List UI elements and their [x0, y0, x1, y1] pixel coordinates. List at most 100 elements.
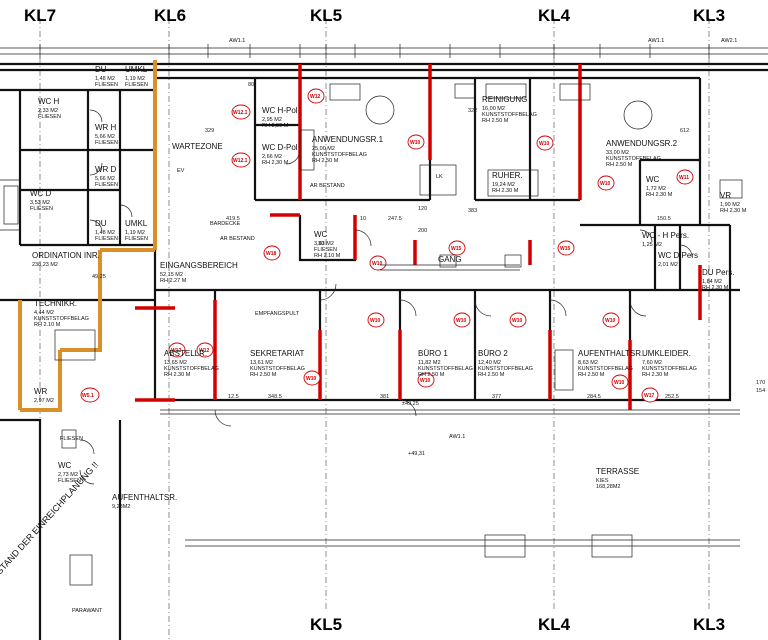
- dim-label: 252.5: [665, 394, 679, 400]
- dim-label: 80: [248, 82, 254, 88]
- ar-bestand-label: AR BESTAND: [310, 183, 345, 189]
- bardecke-label: BARDECKE: [210, 221, 241, 227]
- top-dimension-chain: [0, 44, 768, 58]
- room-detail: 3,63 M2: [314, 241, 334, 247]
- elevation-1: ±49,25: [402, 401, 419, 407]
- room-name: DU: [95, 65, 107, 74]
- axis-label-kl3-bottom: KL3: [693, 615, 725, 634]
- dim-label: 419.5: [226, 216, 240, 222]
- room-detail: KUNSTSTOFFBELAG: [34, 316, 89, 322]
- grid-lines: [39, 18, 710, 640]
- room-detail: 1,19 M2: [125, 76, 145, 82]
- wall-tag-text: W10: [410, 140, 421, 146]
- room-name: REINIGUNG: [482, 95, 527, 104]
- room-detail: RH 2.30 M: [164, 372, 191, 378]
- room-name: TERRASSE: [596, 467, 639, 476]
- room-detail: RH 2.10 M: [314, 253, 341, 259]
- dim-label: 200: [418, 228, 427, 234]
- lk-label: LK: [436, 174, 443, 180]
- axis-labels-bottom: KL5 KL4 KL3: [310, 615, 725, 634]
- room-detail: RH 2.30 M: [720, 208, 747, 214]
- room-detail: KUNSTSTOFFBELAG: [578, 366, 633, 372]
- aw-marker-4: AW1.1: [449, 434, 465, 440]
- wall-tags: W12.1 W12.1 W12 W10 W10 W10 W11 W18 W10 …: [80, 88, 694, 403]
- room-detail: KUNSTSTOFFBELAG: [478, 366, 533, 372]
- wall-tag: [80, 387, 100, 403]
- room-detail: 52,15 M2: [160, 272, 183, 278]
- room-detail: KUNSTSTOFFBELAG: [642, 366, 697, 372]
- wall-tag: [307, 88, 325, 104]
- room-detail: 5,66 M2: [95, 176, 115, 182]
- room-detail: 11,82 M2: [418, 360, 441, 366]
- room-detail: 12,40 M2: [478, 360, 501, 366]
- ev-label: EV: [177, 168, 185, 174]
- room-detail: RH 2.50 M: [578, 372, 605, 378]
- room-detail: FLIESEN: [38, 114, 61, 120]
- dim-label: 10: [360, 216, 366, 222]
- room-detail: FLIESEN: [125, 236, 148, 242]
- doors: [79, 109, 693, 485]
- room-detail: KUNSTSTOFFBELAG: [418, 366, 473, 372]
- elevation-3: 49,25: [92, 274, 106, 280]
- room-name: AUFENTHALTSR.: [112, 493, 177, 502]
- room-detail: 19,24 M2: [492, 182, 515, 188]
- dim-label: 284.5: [587, 394, 601, 400]
- room-name: RUHER.: [492, 171, 523, 180]
- wall-tag: [231, 152, 251, 168]
- wall-tag-text: W12: [310, 94, 321, 100]
- aw-marker-3: AW2.1: [721, 38, 737, 44]
- parawant-label: PARAWANT: [72, 608, 103, 614]
- wall-tag-text: W15: [451, 246, 462, 252]
- outer-walls: [0, 62, 768, 547]
- wall-tag-text: W10: [456, 318, 467, 324]
- room-ordination: ORDINATION INR.238,23 M2: [32, 251, 100, 268]
- room-detail: 4,44 M2: [34, 310, 54, 316]
- room-detail: 25,00 M2: [312, 146, 335, 152]
- dimension-labels: 329 419.5 247.5 150.5 612 381 377 284.5 …: [205, 82, 765, 400]
- room-detail: RH 2.50 M: [312, 158, 339, 164]
- room-name: ORDINATION INR.: [32, 251, 100, 260]
- aw-marker-2: AW1.1: [648, 38, 664, 44]
- axis-label-kl4-bottom: KL4: [538, 615, 571, 634]
- room-name: WARTEZONE: [172, 142, 223, 151]
- room-name: WC D-Pol: [262, 143, 298, 152]
- axis-label-kl7: KL7: [24, 6, 56, 25]
- room-name: VR: [720, 191, 731, 200]
- room-name: WC: [314, 230, 328, 239]
- wall-tag-text: W15: [560, 246, 571, 252]
- room-detail: 1,25 M2: [642, 242, 662, 248]
- room-name: WC D: [30, 189, 52, 198]
- room-name: DU Pers.: [702, 268, 734, 277]
- room-detail: 1,84 M2: [702, 279, 722, 285]
- axis-label-kl5-bottom: KL5: [310, 615, 342, 634]
- room-aufenthalt2: AUFENTHALTSR.9,28M2: [112, 493, 177, 510]
- room-detail: KUNSTSTOFFBELAG: [164, 366, 219, 372]
- room-detail: RH 2.50 M: [250, 372, 277, 378]
- dim-label: 120: [418, 206, 427, 212]
- wall-tag-text: W10: [600, 181, 611, 187]
- axis-label-kl3: KL3: [693, 6, 725, 25]
- room-detail: 7,60 M2: [642, 360, 662, 366]
- room-name: WC D Pers: [658, 251, 698, 260]
- wall-tag-text: W17: [644, 393, 655, 399]
- room-detail: RH 2.27 M: [160, 278, 187, 284]
- wall-tag: [369, 255, 387, 271]
- room-wchpers: WC - H Pers.1,25 M2: [642, 231, 689, 248]
- wall-tag-text: W11: [679, 175, 689, 181]
- room-name: WC: [58, 461, 72, 470]
- wall-tag: [417, 372, 435, 388]
- room-detail: 2,97 M2: [34, 398, 54, 404]
- room-detail: 2,73 M2: [58, 472, 78, 478]
- gang-label: GANG: [438, 255, 462, 264]
- dim-label: 150.5: [657, 216, 671, 222]
- dim-label: 322: [468, 108, 477, 114]
- wall-tag: [602, 312, 620, 328]
- new-walls: [135, 64, 702, 410]
